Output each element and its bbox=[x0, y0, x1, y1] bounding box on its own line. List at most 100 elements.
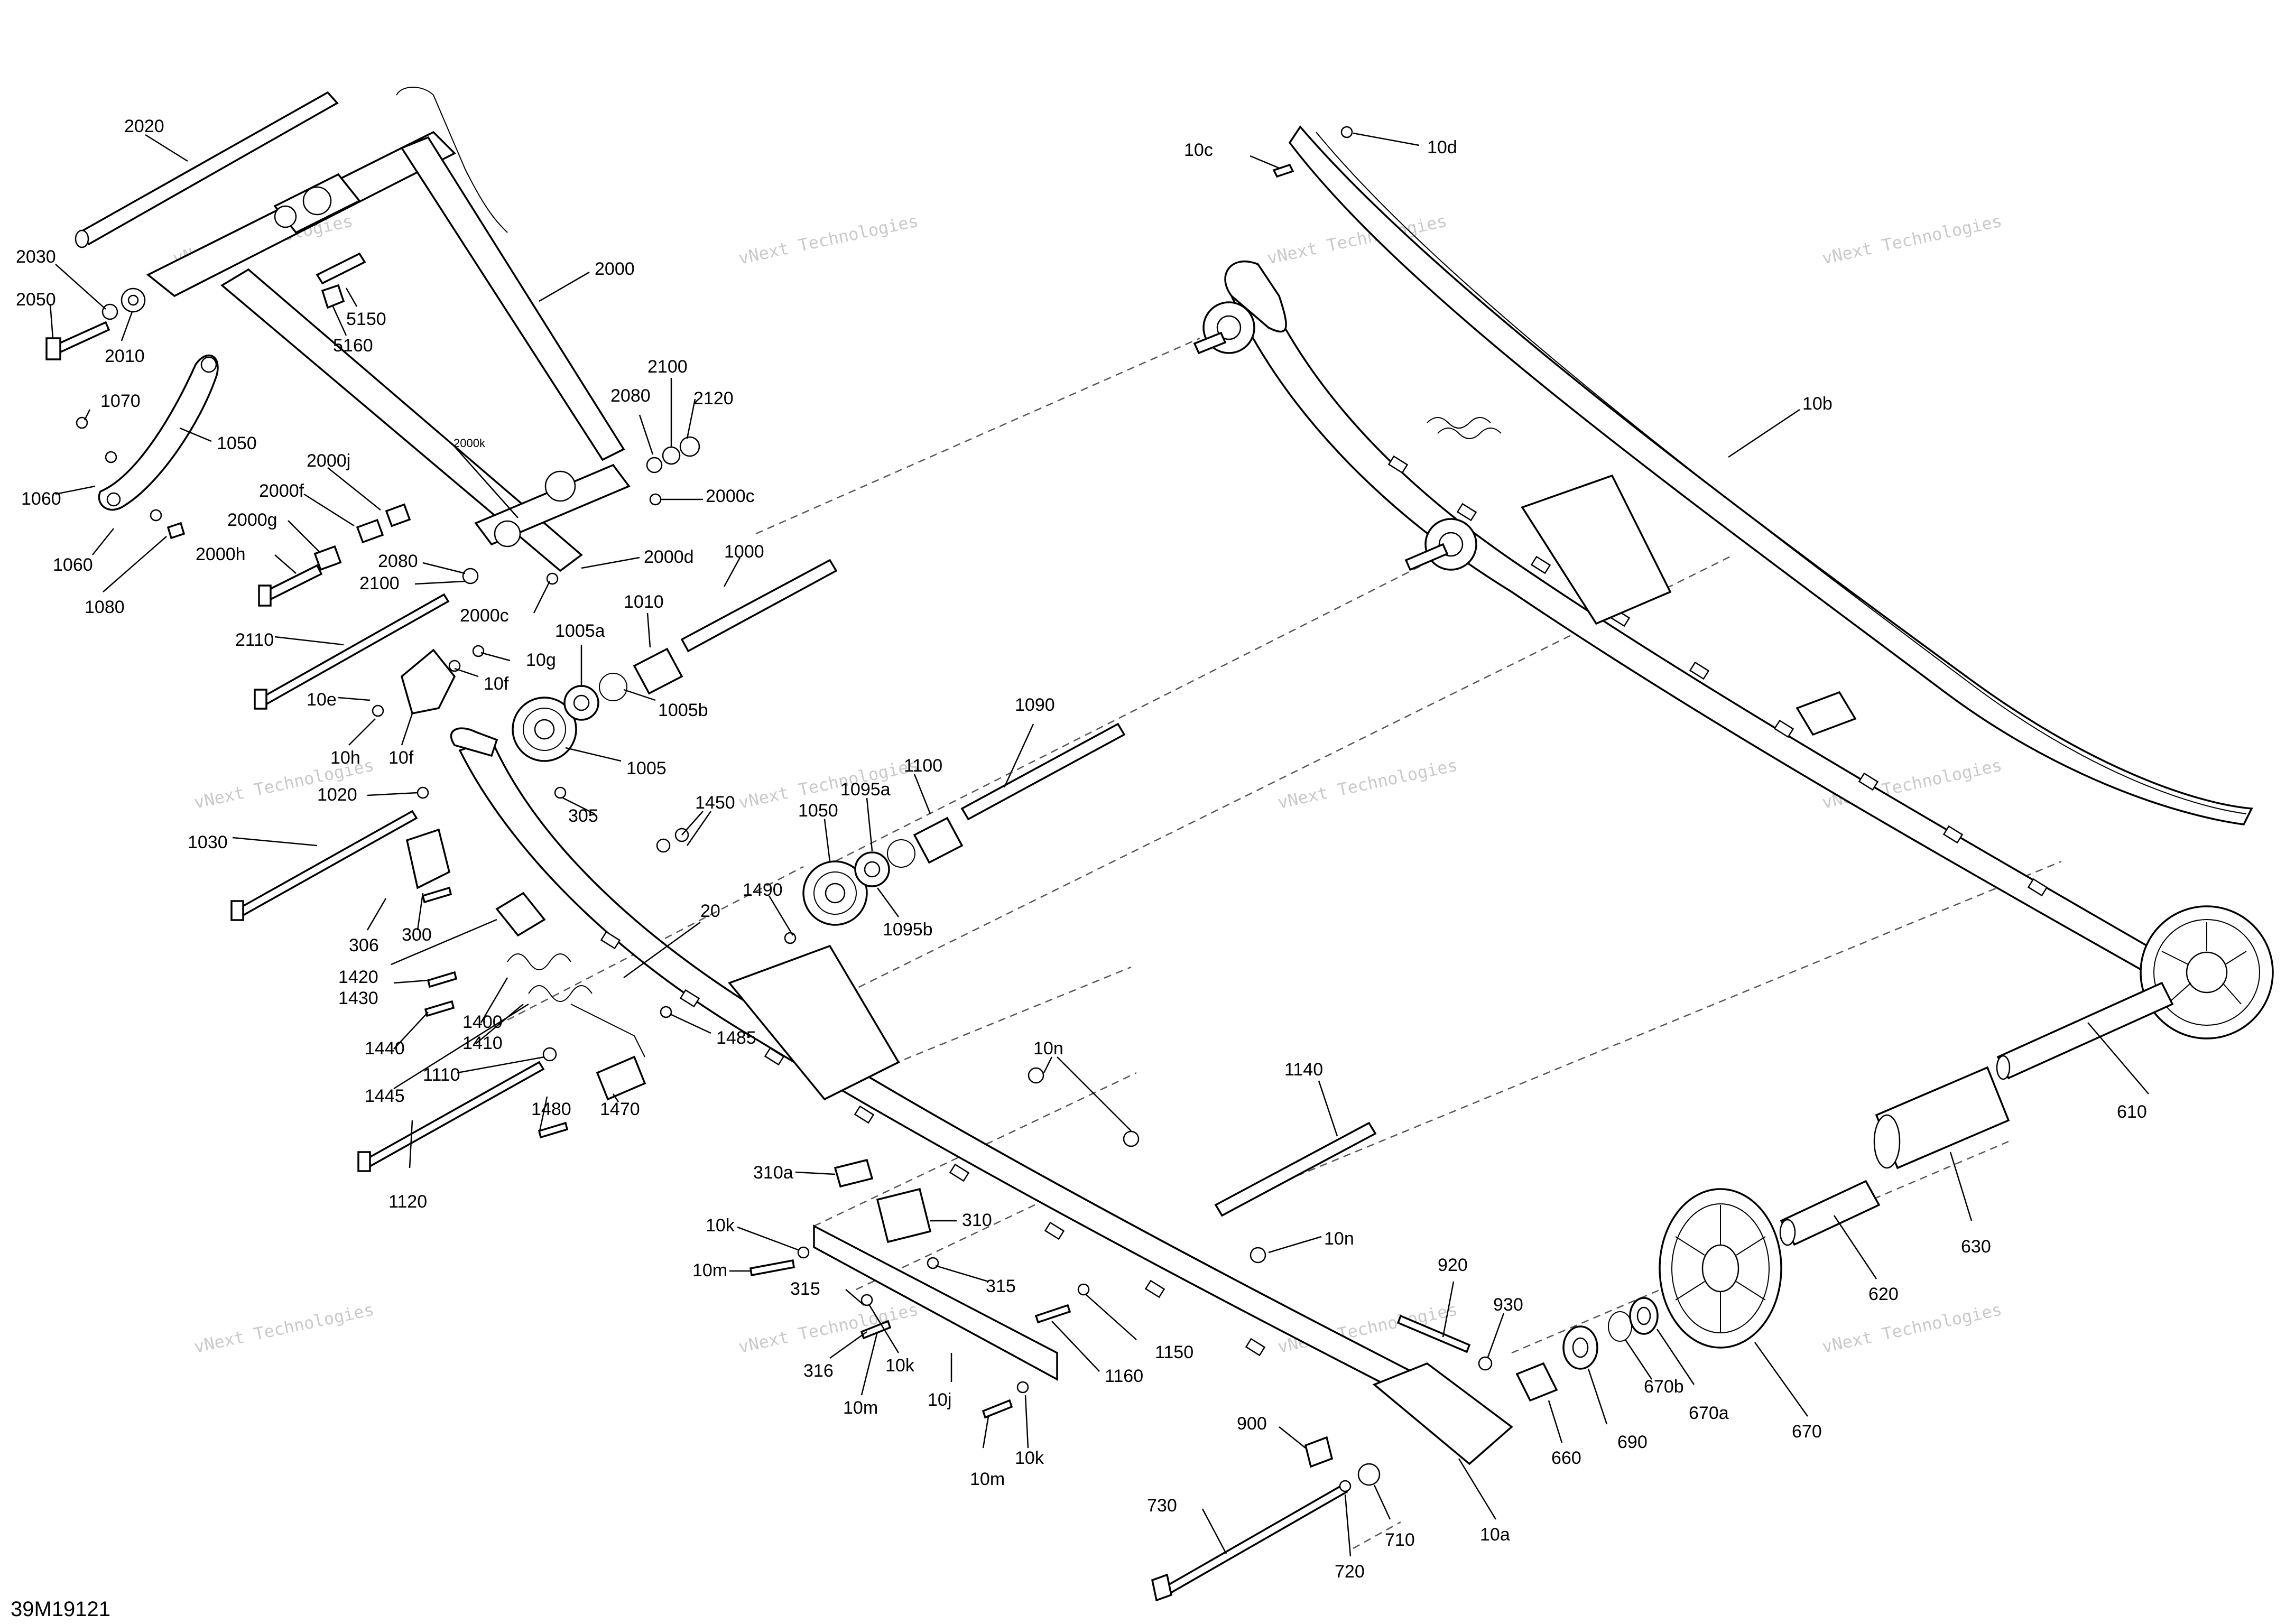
alignment-lines bbox=[507, 337, 2062, 1549]
part-label: 1430 bbox=[338, 988, 378, 1008]
part-label: 1420 bbox=[338, 967, 378, 987]
part-labels: 2020 2030 2050 2010 5150 5160 2000 1070 … bbox=[16, 116, 2147, 1582]
watermark: vNext Technologies bbox=[737, 211, 920, 268]
part-label: 5150 bbox=[346, 309, 386, 329]
watermark-line1: vNext Technologies bbox=[1276, 755, 1459, 813]
part-label: 10k bbox=[885, 1356, 915, 1376]
watermark-line1: vNext Technologies bbox=[737, 1300, 920, 1357]
part-label: 20 bbox=[700, 901, 720, 921]
part-label: 2000k bbox=[454, 437, 486, 450]
part-label: 670 bbox=[1792, 1422, 1822, 1442]
part-label: 1050 bbox=[217, 433, 257, 453]
part-label: 1030 bbox=[188, 832, 228, 852]
part-label: 10j bbox=[928, 1390, 951, 1410]
part-label: 1000 bbox=[724, 542, 764, 562]
part-label: 315 bbox=[986, 1276, 1016, 1296]
part-label: 1080 bbox=[85, 597, 125, 617]
watermark: vNext Technologies bbox=[1820, 1300, 2004, 1357]
part-label: 620 bbox=[1868, 1284, 1899, 1304]
part-label: 310a bbox=[753, 1163, 793, 1183]
part-label: 1050 bbox=[798, 801, 838, 821]
part-label: 1100 bbox=[904, 756, 942, 776]
watermark: vNext Technologies bbox=[1276, 755, 1459, 813]
part-label: 2000g bbox=[227, 510, 277, 530]
part-label: 10f bbox=[388, 748, 414, 768]
part-label: 306 bbox=[349, 935, 379, 955]
part-label: 900 bbox=[1237, 1414, 1267, 1434]
part-label: 1120 bbox=[388, 1192, 427, 1212]
part-label: 1150 bbox=[1155, 1342, 1193, 1362]
part-label: 2000 bbox=[595, 259, 635, 279]
part-label: 1110 bbox=[423, 1065, 460, 1085]
part-label: 10k bbox=[1015, 1448, 1044, 1468]
part-label: 10e bbox=[307, 690, 337, 710]
part-label: 1010 bbox=[624, 592, 664, 612]
part-label: 2000c bbox=[706, 486, 755, 506]
part-label: 2080 bbox=[610, 386, 651, 406]
part-label: 2000c bbox=[460, 606, 509, 626]
part-label: 10d bbox=[1427, 137, 1457, 157]
rear-axle-parts bbox=[1151, 981, 2174, 1602]
part-label: 1090 bbox=[1015, 695, 1055, 715]
part-label: 1485 bbox=[716, 1028, 756, 1048]
rail-holes bbox=[600, 931, 1266, 1357]
part-label: 2000h bbox=[196, 544, 246, 564]
part-label: 930 bbox=[1493, 1295, 1523, 1315]
part-label: 1095b bbox=[883, 920, 933, 940]
part-label: 2120 bbox=[693, 388, 734, 409]
watermark-line1: vNext Technologies bbox=[1820, 211, 2004, 268]
watermark: vNext Technologies bbox=[737, 1300, 920, 1357]
part-label: 2010 bbox=[105, 346, 145, 366]
part-label: 670a bbox=[1689, 1403, 1729, 1423]
part-label: 2100 bbox=[359, 573, 400, 593]
part-label: 2000f bbox=[259, 481, 304, 501]
part-label: 1410 bbox=[462, 1033, 503, 1053]
part-label: 10a bbox=[1480, 1525, 1510, 1545]
center-shafts bbox=[230, 559, 1377, 1217]
watermarks: vNext Technologies vNext Technologies vN… bbox=[171, 211, 2004, 1357]
part-label: 2110 bbox=[235, 630, 274, 650]
part-label: 316 bbox=[803, 1361, 834, 1381]
part-label: 730 bbox=[1147, 1496, 1177, 1516]
part-label: 10n bbox=[1033, 1038, 1063, 1059]
part-label: 690 bbox=[1617, 1432, 1648, 1452]
watermark-line1: vNext Technologies bbox=[737, 211, 920, 268]
part-label: 10g bbox=[526, 650, 556, 670]
part-label: 10n bbox=[1324, 1229, 1354, 1249]
part-label: 710 bbox=[1385, 1530, 1415, 1550]
part-label: 315 bbox=[790, 1279, 820, 1299]
part-label: 1005b bbox=[658, 700, 708, 720]
part-label: 10h bbox=[330, 748, 360, 768]
part-label: 10f bbox=[484, 674, 509, 694]
part-label: 1450 bbox=[695, 793, 735, 813]
part-label: 2000j bbox=[307, 451, 350, 471]
part-label: 1400 bbox=[462, 1012, 503, 1032]
part-label: 630 bbox=[1961, 1237, 1991, 1257]
part-label: 2100 bbox=[647, 357, 688, 377]
part-label: 1490 bbox=[743, 880, 783, 900]
part-label: 1005a bbox=[555, 621, 605, 641]
part-label: 2030 bbox=[16, 247, 56, 267]
part-label: 1140 bbox=[1284, 1060, 1323, 1080]
figure-id: 39M19121 bbox=[11, 1598, 110, 1621]
part-label: 1070 bbox=[100, 391, 141, 411]
part-label: 2050 bbox=[16, 290, 56, 310]
part-label: 660 bbox=[1551, 1448, 1581, 1468]
part-label: 920 bbox=[1438, 1255, 1468, 1275]
watermark-line1: vNext Technologies bbox=[192, 1300, 376, 1357]
part-label: 1060 bbox=[53, 555, 93, 575]
watermark-line1: vNext Technologies bbox=[1820, 1300, 2004, 1357]
part-label: 2020 bbox=[124, 116, 164, 136]
part-label: 720 bbox=[1335, 1562, 1365, 1582]
watermark: vNext Technologies bbox=[1820, 211, 2004, 268]
a-arm-assembly bbox=[45, 87, 700, 607]
part-label: 1095a bbox=[840, 779, 891, 800]
part-label: 10c bbox=[1184, 140, 1213, 160]
watermark: vNext Technologies bbox=[192, 1300, 376, 1357]
part-label: 1470 bbox=[600, 1099, 640, 1119]
part-label: 300 bbox=[402, 925, 432, 945]
part-label: 1160 bbox=[1105, 1366, 1143, 1386]
part-label: 1005 bbox=[626, 758, 667, 778]
part-label: 10k bbox=[706, 1215, 735, 1236]
